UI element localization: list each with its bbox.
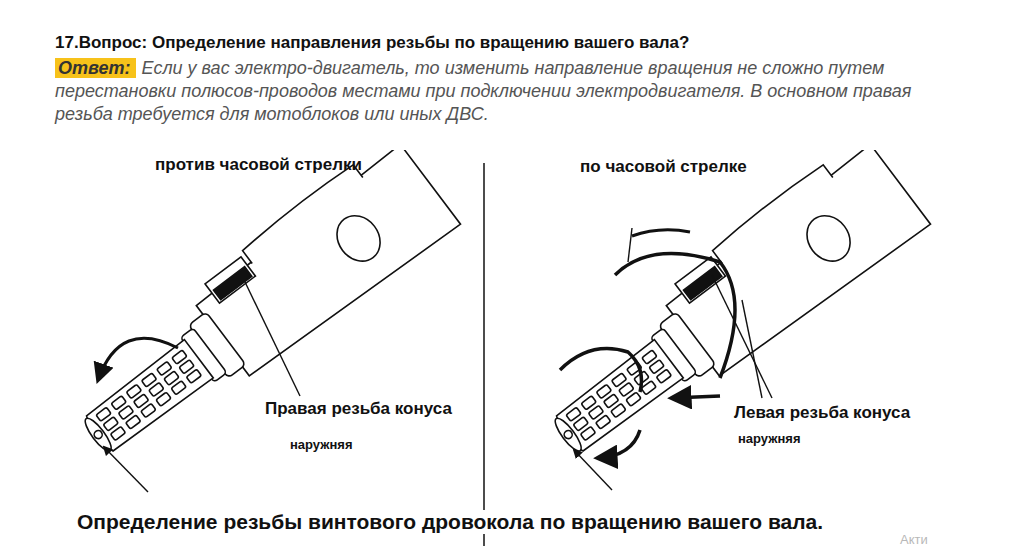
- pointer-arrow: [104, 447, 148, 492]
- watermark: Акти: [900, 532, 928, 547]
- wood-splitter-left: [55, 150, 460, 478]
- part-label: Правая резьба конуса: [265, 399, 452, 419]
- direction-label: против часовой стрелки: [155, 155, 362, 175]
- rotation-arrow: [598, 430, 640, 458]
- wood-splitter-right: [525, 150, 930, 478]
- answer-tag: Ответ:: [55, 58, 136, 78]
- rotation-arrow: [672, 396, 720, 398]
- rotation-arrow: [560, 349, 642, 392]
- leader-line: [742, 300, 762, 398]
- rotation-arrow: [98, 338, 178, 380]
- rotation-arrow: [632, 230, 690, 236]
- leader-line: [712, 275, 772, 398]
- pointer-arrow: [574, 450, 612, 490]
- part-label: Левая резьба конуса: [734, 403, 910, 423]
- direction-label: по часовой стрелке: [580, 157, 747, 177]
- part-note: наружняя: [290, 437, 352, 452]
- pointer-line: [628, 228, 632, 262]
- divider: [483, 163, 485, 546]
- part-note: наружняя: [738, 431, 800, 446]
- caption: Определение резьбы винтового дровокола п…: [75, 510, 825, 534]
- answer-paragraph: Ответ:Если у вас электро-двигатель, то и…: [55, 57, 935, 126]
- heading: 17.Вопрос: Определение направления резьб…: [55, 33, 689, 53]
- leader-line: [245, 282, 300, 396]
- answer-text: Если у вас электро-двигатель, то изменит…: [55, 58, 911, 124]
